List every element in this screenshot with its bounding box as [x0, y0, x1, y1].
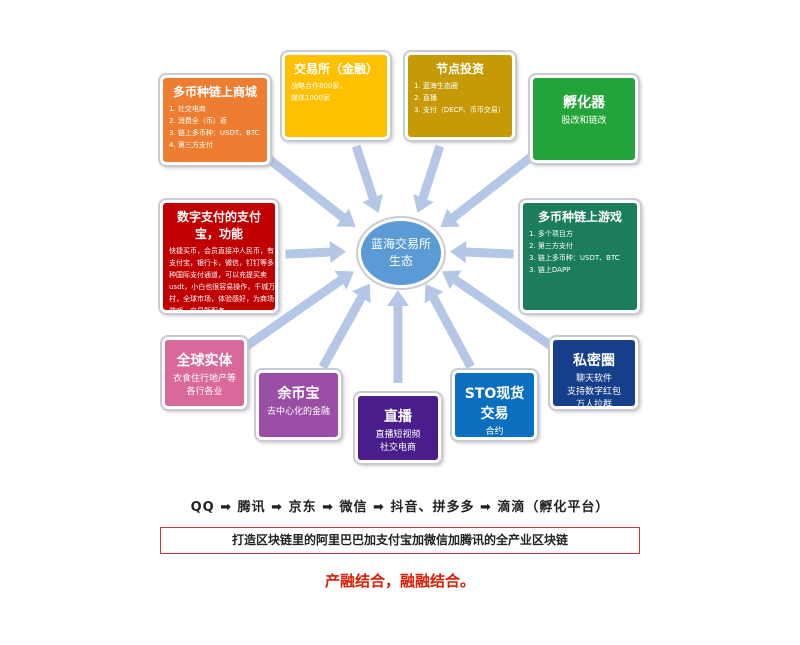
node-box: 孵化器股改和链改	[530, 75, 638, 163]
center-node: 蓝海交易所生态	[358, 218, 444, 288]
arrow-shaft	[318, 289, 369, 370]
node-line: 支持数字红包	[566, 387, 621, 397]
arrow-head	[442, 270, 462, 290]
arrow-shaft	[257, 148, 351, 225]
arrow-shaft	[240, 273, 349, 353]
arrow-shaft	[426, 290, 475, 369]
node-box: 节点投资 1. 蓝海生态圈 2. 直播 3. 支付（DECP、币币交易）	[405, 52, 515, 140]
arrow-head	[334, 270, 355, 290]
node-box: STO现货交易合约	[452, 370, 537, 440]
node-title: 数字支付的支付宝，功能	[176, 210, 261, 241]
node-line: 3. 链上多币种：USDT、BTC	[529, 254, 620, 262]
arrow-shaft	[351, 144, 380, 206]
arrow-head	[449, 241, 467, 263]
arrow-shaft	[416, 144, 445, 206]
node-box: 数字支付的支付宝，功能快捷买币，会员直接冲人民币，有支付宝，银行卡，微信，钉钉等…	[160, 200, 278, 313]
node-title: 节点投资	[435, 62, 484, 76]
node-box: 多币种链上商城 1. 社交电商 2. 消费全（币）返 3. 链上多币种：USDT、BT…	[160, 75, 270, 165]
node-title: 多币种链上游戏	[537, 210, 622, 224]
node-line: 聊天软件	[575, 374, 612, 384]
node-box: 余币宝去中心化的金融	[256, 370, 341, 440]
company-flow: QQ ➡ 腾讯 ➡ 京东 ➡ 微信 ➡ 抖音、拼多多 ➡ 滴滴（孵化平台）	[190, 500, 610, 515]
node-title: 全球实体	[176, 353, 233, 369]
node-line: 衣食住行地产等	[172, 374, 236, 384]
node-line: 1. 多个项目方	[529, 230, 573, 238]
arrow-head	[352, 283, 371, 304]
arrow-head	[362, 193, 383, 213]
node-line: 合约	[485, 427, 504, 437]
arrow-shaft	[285, 247, 337, 259]
node-line: 2. 第三方支付	[529, 242, 573, 250]
motto: 产融结合，融融结合。	[324, 572, 475, 590]
node-box: 私密圈聊天软件支持数字红包万人拉群	[550, 337, 638, 409]
node-line: 各行各业	[186, 387, 223, 397]
arrow-head	[440, 208, 460, 227]
arrow-shaft	[447, 272, 558, 353]
node-line: 战略合作800家，	[291, 82, 347, 90]
center-label: 蓝海交易所生态	[370, 237, 431, 268]
slogan-box: 打造区块链里的阿里巴巴加支付宝加微信加腾讯的全产业区块链	[160, 527, 640, 554]
node-box: 全球实体衣食住行地产等各行各业	[162, 337, 247, 409]
node-line: 3. 链上DAPP	[529, 266, 571, 274]
node-title: 私密圈	[573, 353, 615, 369]
node-title: 孵化器	[563, 95, 605, 111]
node-line: 媒体1000家	[291, 94, 330, 102]
arrow-shaft	[459, 247, 514, 259]
node-title: 余币宝	[277, 386, 320, 402]
arrow-head	[329, 241, 347, 264]
arrow-shaft	[445, 146, 543, 225]
node-line: usdt，小白也很容易操作，千城万	[169, 283, 276, 291]
arrow-head	[336, 208, 356, 227]
node-line: 1. 社交电商	[169, 105, 206, 113]
node-line: 种国际支付通道，可以充提买卖	[169, 271, 267, 279]
node-line: 去中心化的金融	[266, 407, 330, 417]
node-line: 1. 蓝海生态圈	[414, 82, 458, 90]
node-line: 2. 直播	[414, 94, 437, 102]
arrow-head	[387, 290, 409, 306]
node-title: 交易所（金融）	[293, 62, 378, 76]
node-line: 游戏，交易所服务。	[169, 307, 232, 313]
node-line: 直播短视频	[375, 430, 421, 440]
node-line: 3. 链上多币种：USDT、BTC	[169, 129, 260, 137]
node-box: 多币种链上游戏 1. 多个项目方 2. 第三方支付 3. 链上多币种：USDT、BTC…	[520, 200, 640, 313]
node-title: 多币种链上商城	[172, 85, 257, 99]
node-line: 社交电商	[379, 443, 416, 453]
arrow-head	[424, 283, 444, 304]
node-title: STO现货交易	[464, 386, 525, 422]
node-title: 直播	[384, 409, 412, 425]
node-line: 快捷买币，会员直接冲人民币，有	[169, 247, 274, 255]
node-line: 4. 第三方支付	[169, 141, 213, 149]
node-line: 3. 支付（DECP、币币交易）	[414, 106, 505, 114]
node-box: 直播直播短视频社交电商	[355, 393, 441, 463]
node-line: 支付宝，银行卡，微信，钉钉等多	[169, 259, 274, 267]
node-box: 交易所（金融） 战略合作800家， 媒体1000家	[282, 52, 390, 140]
node-line: 万人拉群	[575, 400, 612, 409]
node-line: 村，全球市场，体验感好，为商场，	[169, 295, 278, 303]
arrow-head	[413, 193, 434, 213]
node-line: 2. 消费全（币）返	[169, 117, 227, 125]
node-line: 股改和链改	[561, 116, 607, 126]
